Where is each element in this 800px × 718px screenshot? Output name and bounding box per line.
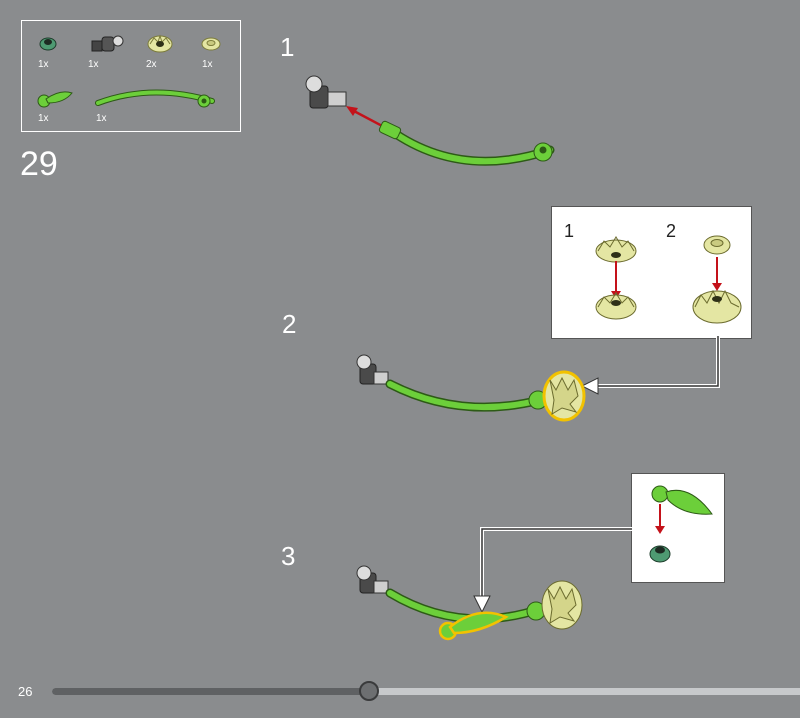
step3-assembly [356, 565, 583, 641]
sub-step-label-1: 1 [280, 32, 295, 62]
step2-assembly [356, 354, 586, 422]
callout-connector-2 [580, 336, 720, 395]
qty-stem: 1x [96, 113, 107, 124]
flower-small-icon [201, 37, 221, 51]
qty-leaf: 1x [38, 113, 49, 124]
callout-sub-label-1: 1 [564, 221, 575, 241]
flower-large-icon [147, 34, 173, 53]
flower-stack-icon [542, 370, 586, 422]
callout-flower-illustration [595, 235, 742, 324]
progress-knob[interactable] [359, 681, 379, 701]
flower-small-icon [703, 235, 731, 255]
progress-track[interactable] [52, 688, 800, 695]
leaf-icon [37, 91, 73, 108]
callout-leaf-illustration [649, 485, 713, 563]
stem-icon [95, 89, 215, 108]
leaf-icon [438, 611, 509, 641]
qty-flower-large: 2x [146, 59, 157, 70]
flower-large-icon [595, 236, 637, 263]
flower-large-icon [595, 292, 637, 320]
flower-stack-icon [541, 580, 583, 630]
qty-clip-joint: 1x [88, 59, 99, 70]
sub-step-label-2: 2 [282, 309, 297, 339]
round-plate-icon [39, 37, 57, 51]
clip-joint-icon [91, 35, 124, 52]
leaf-callout-box [631, 473, 725, 583]
qty-flower-small: 1x [202, 59, 213, 70]
step1-assembly [305, 75, 555, 166]
progress-fill [52, 688, 369, 695]
round-plate-icon [649, 545, 671, 563]
callout-connector-3 [473, 527, 632, 614]
main-step-number: 29 [20, 145, 58, 183]
qty-round-plate: 1x [38, 59, 49, 70]
sub-step-label-3: 3 [281, 541, 296, 571]
clip-joint-icon [305, 75, 347, 109]
flower-stack-icon [692, 289, 742, 324]
flower-callout-box: 1 2 [551, 206, 752, 339]
callout-sub-label-2: 2 [666, 221, 677, 241]
leaf-icon [651, 485, 713, 515]
page-number: 26 [18, 684, 33, 699]
parts-list-box: 1x 1x 2x 1x 1x 1x [21, 20, 241, 132]
